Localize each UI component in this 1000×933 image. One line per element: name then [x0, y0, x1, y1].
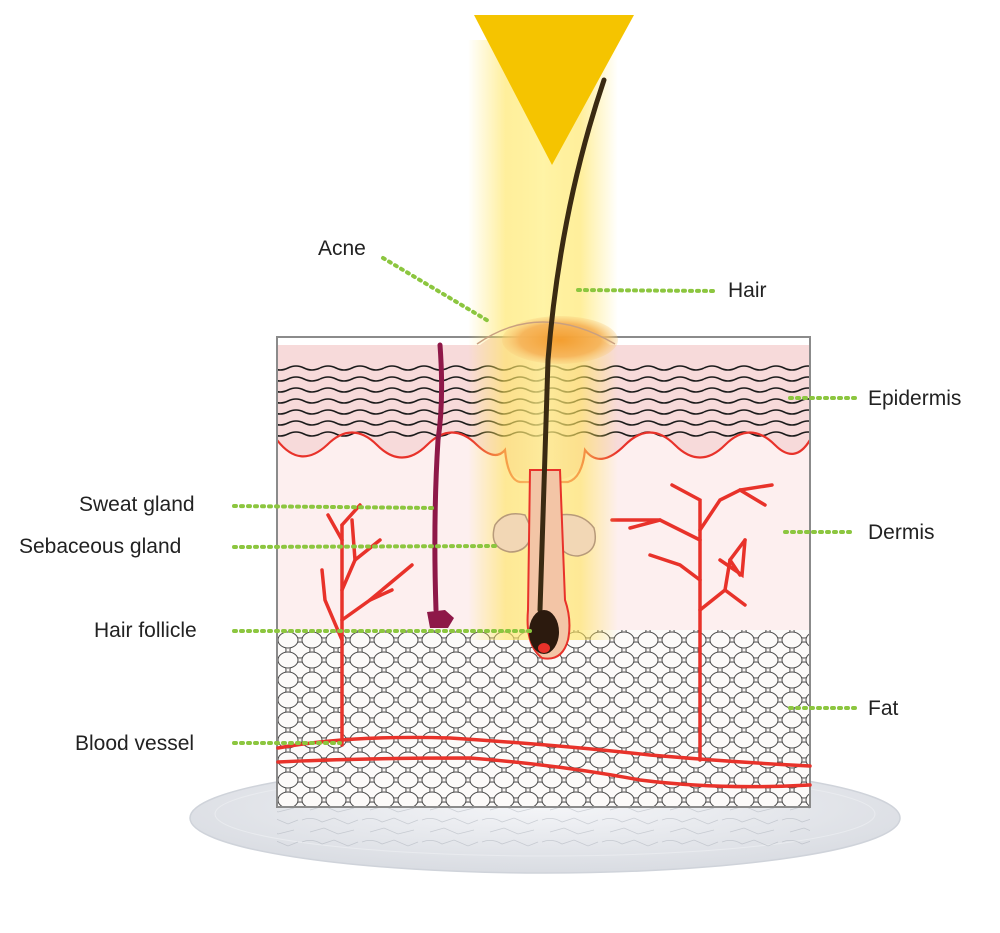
sebaceous-gland	[492, 513, 596, 557]
label-sweat-gland: Sweat gland	[79, 493, 195, 516]
dermis-layer	[277, 432, 810, 630]
leader-lines	[232, 256, 860, 745]
light-source-triangle	[474, 15, 634, 165]
label-epidermis: Epidermis	[868, 387, 962, 410]
blood-vessel-right	[610, 483, 774, 762]
acne-spot	[502, 316, 618, 364]
label-fat: Fat	[868, 697, 899, 720]
label-sebaceous-gland: Sebaceous gland	[19, 535, 182, 558]
label-blood-vessel: Blood vessel	[75, 732, 195, 755]
hair-bulb	[529, 610, 559, 654]
hair-shaft	[537, 77, 607, 613]
blood-vessel-left	[320, 503, 414, 747]
sweat-gland	[427, 342, 454, 628]
label-hair-follicle: Hair follicle	[94, 619, 197, 642]
label-hair: Hair	[728, 279, 767, 302]
label-dermis: Dermis	[868, 521, 935, 544]
blood-vessel-main	[276, 735, 812, 789]
label-acne: Acne	[318, 237, 366, 260]
